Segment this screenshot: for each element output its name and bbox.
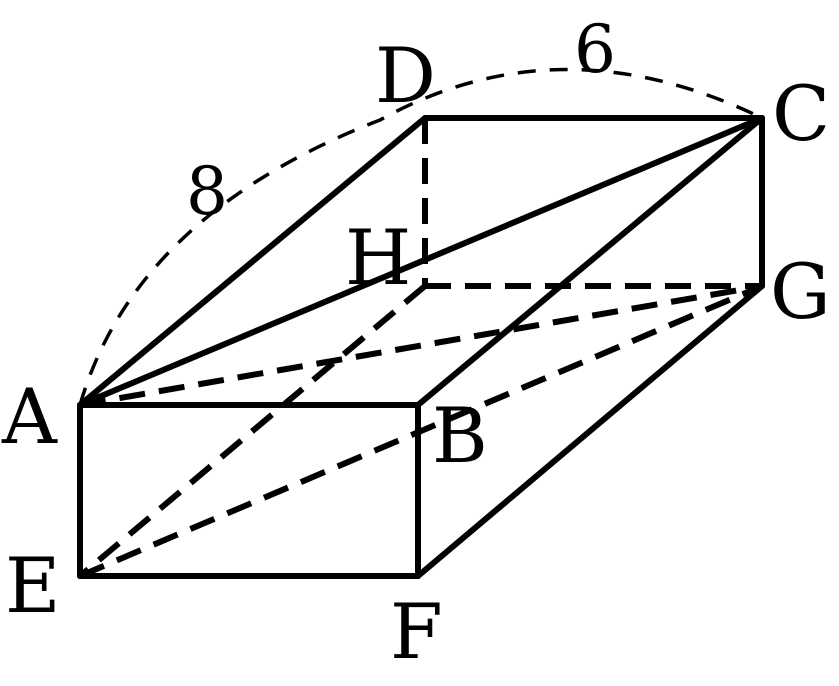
vertex-label-D: D	[375, 31, 436, 120]
vertex-label-C: C	[772, 69, 830, 158]
hidden-edge-AG	[79, 283, 763, 408]
edge-AC	[77, 115, 765, 408]
vertex-label-F: F	[390, 587, 443, 676]
vertex-label-A: A	[1, 372, 58, 461]
vertex-label-E: E	[5, 541, 60, 630]
vertex-label-B: B	[432, 391, 488, 480]
edge-GF	[415, 283, 765, 579]
dimension-arc	[78, 67, 763, 406]
measurement-label-6: 6	[574, 11, 616, 88]
vertex-label-G: G	[770, 247, 831, 336]
edge-CB	[415, 115, 765, 408]
hidden-edge-HE	[78, 283, 427, 579]
measurement-label-8: 8	[186, 153, 228, 230]
edge-AD	[77, 115, 428, 408]
vertex-label-H: H	[345, 213, 411, 302]
